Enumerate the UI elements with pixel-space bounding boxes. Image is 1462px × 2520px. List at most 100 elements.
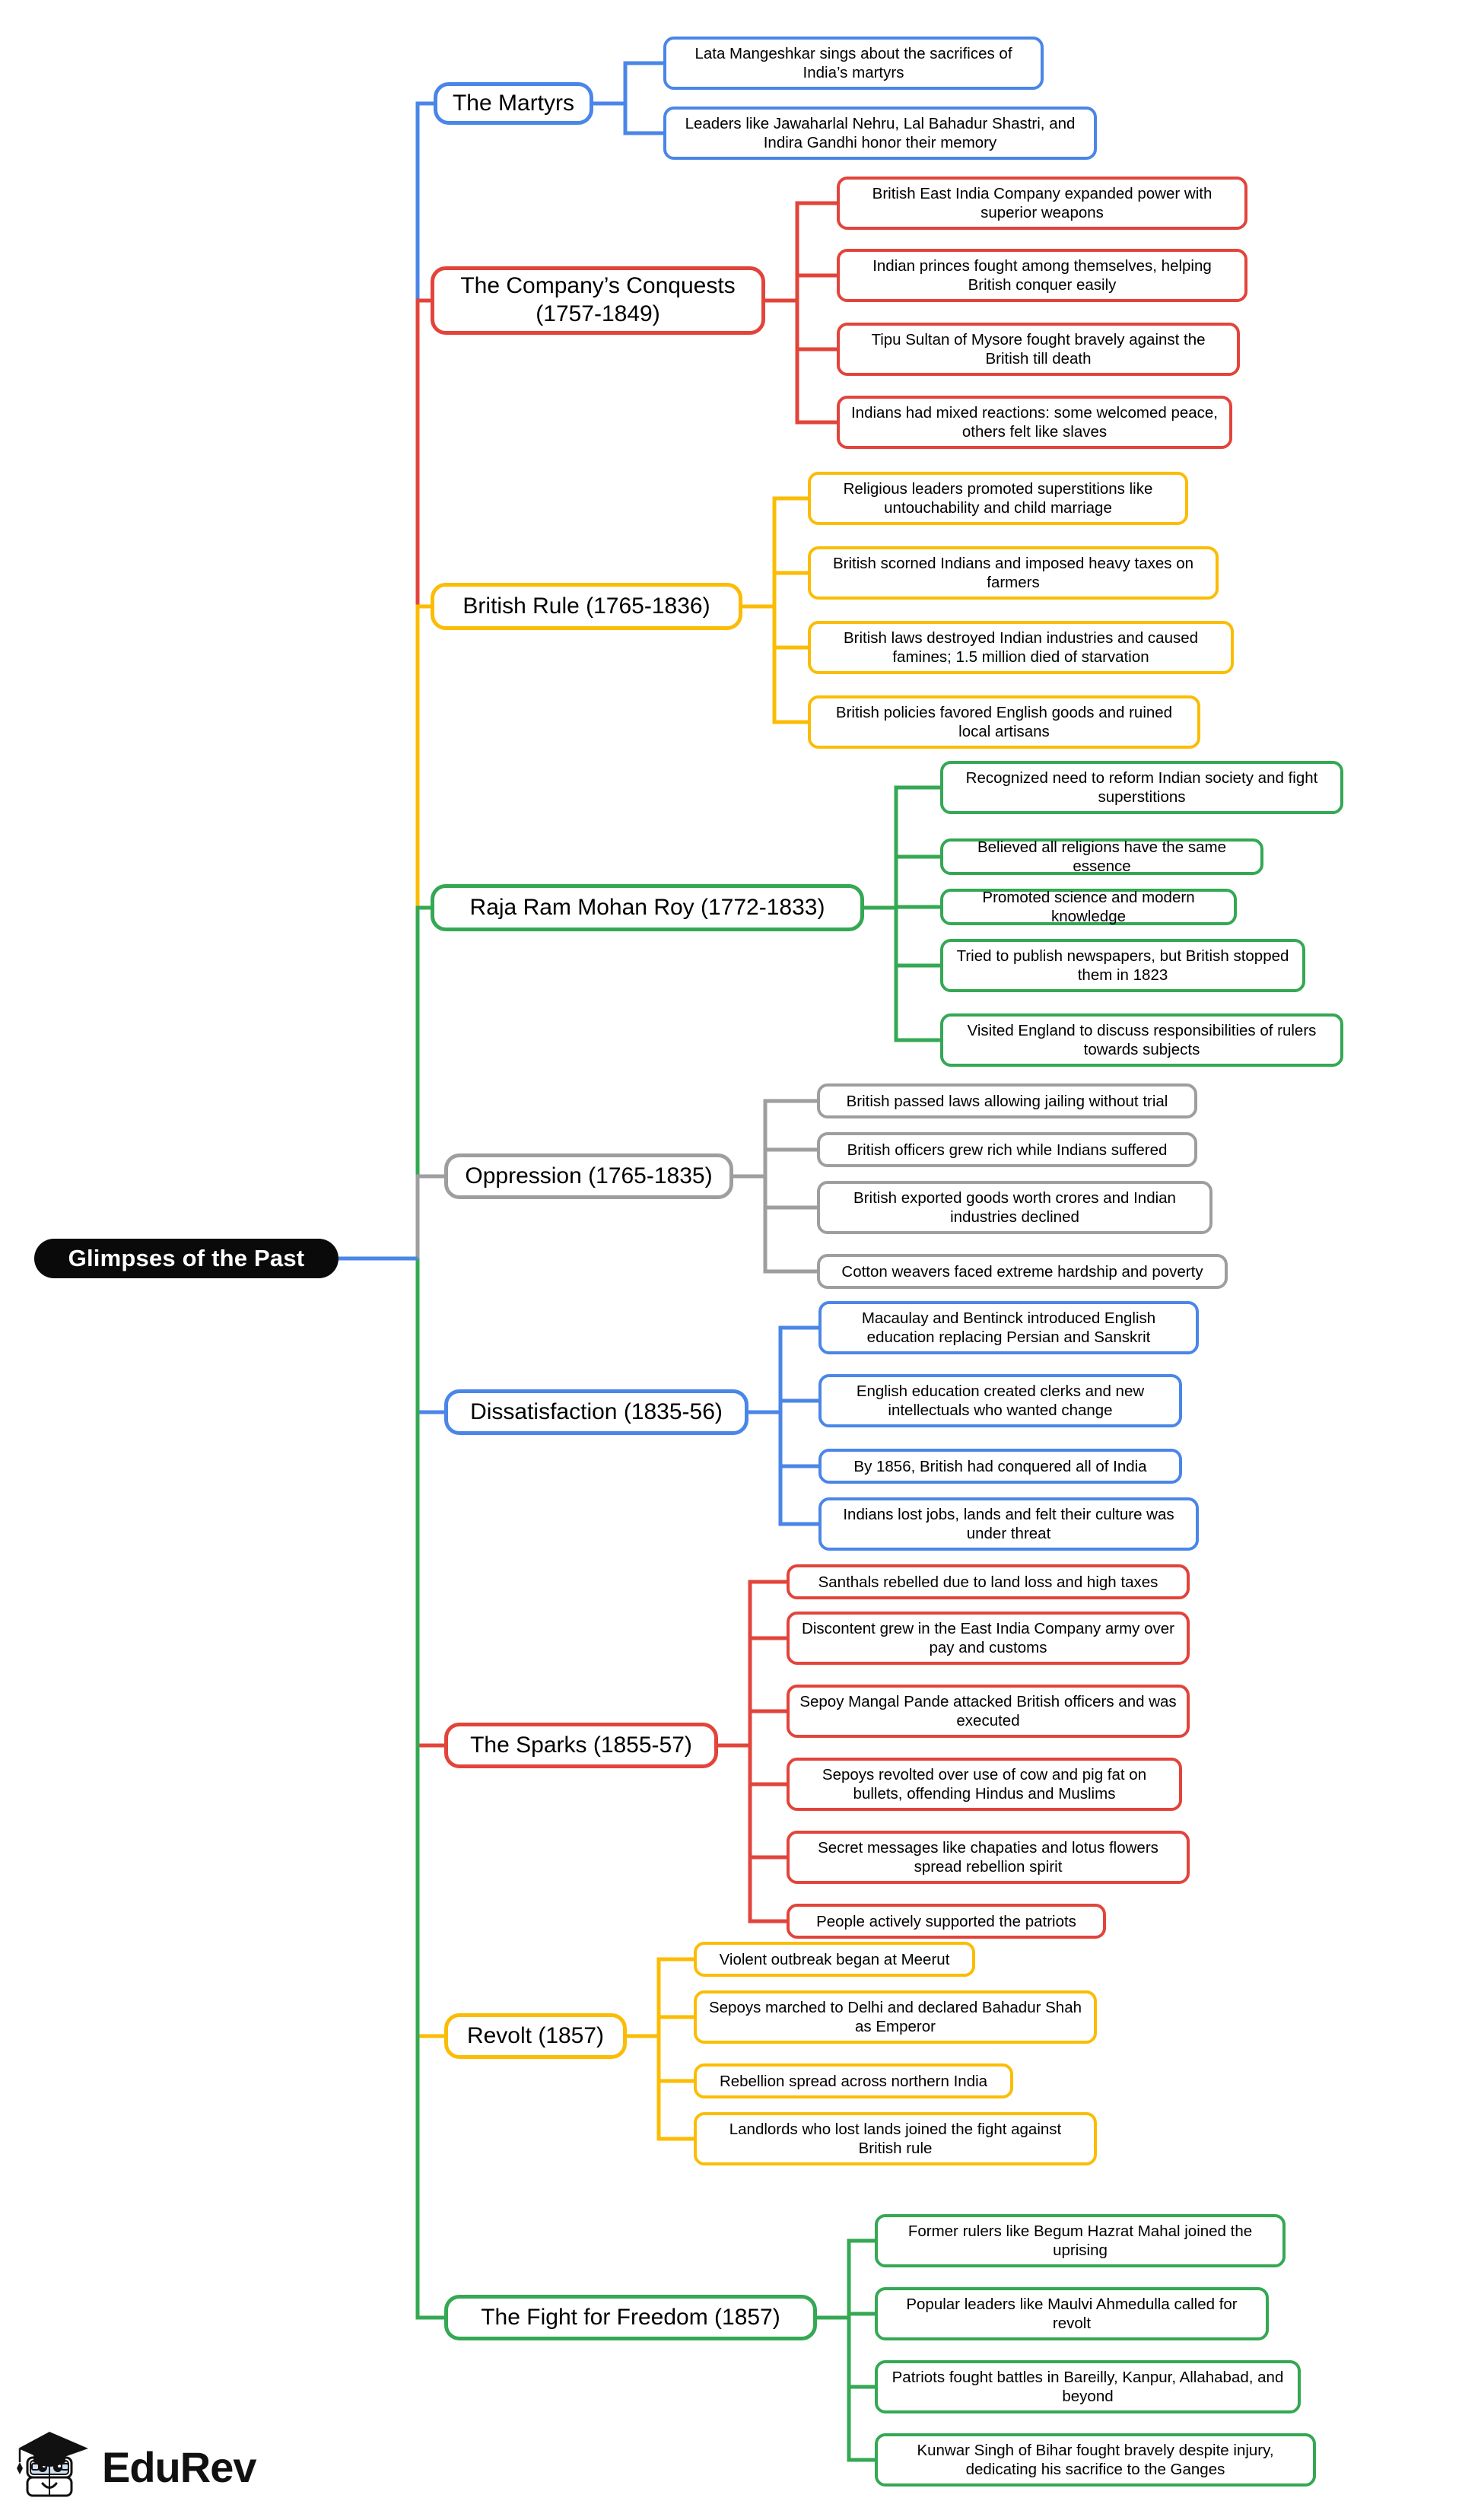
node-label: Kunwar Singh of Bihar fought bravely des… — [917, 2442, 1274, 2478]
node-label: Visited England to discuss responsibilit… — [967, 1022, 1317, 1058]
leaf-node-6-5[interactable]: People actively supported the patriots — [787, 1904, 1106, 1939]
node-label: Secret messages like chapaties and lotus… — [818, 1839, 1158, 1876]
leaf-node-6-4[interactable]: Secret messages like chapaties and lotus… — [787, 1831, 1190, 1884]
connector — [656, 2015, 694, 2036]
connector — [795, 201, 837, 301]
node-label: The Fight for Freedom (1857) — [481, 2304, 780, 2330]
node-label: Santhals rebelled due to land loss and h… — [818, 1573, 1158, 1591]
branch-node-3[interactable]: Raja Ram Mohan Roy (1772-1833) — [431, 884, 864, 931]
connector — [623, 103, 663, 135]
connector — [415, 1174, 444, 1258]
connector — [778, 1412, 818, 1468]
leaf-node-7-2[interactable]: Rebellion spread across northern India — [694, 2063, 1013, 2098]
leaf-node-6-3[interactable]: Sepoys revolted over use of cow and pig … — [787, 1758, 1182, 1811]
node-label: People actively supported the patriots — [816, 1912, 1076, 1930]
root-node[interactable]: Glimpses of the Past — [34, 1239, 338, 1278]
branch-node-4[interactable]: Oppression (1765-1835) — [444, 1153, 733, 1199]
leaf-node-8-0[interactable]: Former rulers like Begum Hazrat Mahal jo… — [875, 2214, 1286, 2267]
connector — [795, 301, 837, 352]
leaf-node-1-0[interactable]: British East India Company expanded powe… — [837, 177, 1247, 230]
node-label: Sepoys marched to Delhi and declared Bah… — [708, 1999, 1082, 2035]
leaf-node-6-1[interactable]: Discontent grew in the East India Compan… — [787, 1612, 1190, 1665]
connector — [772, 606, 808, 650]
connector — [763, 1147, 817, 1176]
node-label: Cotton weavers faced extreme hardship an… — [841, 1262, 1203, 1281]
branch-node-2[interactable]: British Rule (1765-1836) — [431, 583, 742, 630]
leaf-node-6-0[interactable]: Santhals rebelled due to land loss and h… — [787, 1564, 1190, 1599]
leaf-node-7-3[interactable]: Landlords who lost lands joined the figh… — [694, 2112, 1097, 2165]
node-label: Promoted science and modern knowledge — [982, 889, 1195, 925]
connector — [415, 1258, 444, 2038]
node-label: Glimpses of the Past — [68, 1245, 305, 1272]
connector — [656, 2036, 694, 2141]
connector — [772, 496, 808, 606]
branch-node-0[interactable]: The Martyrs — [434, 82, 593, 125]
connector — [763, 1176, 817, 1210]
leaf-node-3-0[interactable]: Recognized need to reform Indian society… — [940, 761, 1343, 814]
leaf-node-4-2[interactable]: British exported goods worth crores and … — [817, 1181, 1213, 1234]
leaf-node-7-0[interactable]: Violent outbreak began at Meerut — [694, 1942, 975, 1977]
connector — [415, 1258, 444, 1748]
leaf-node-2-1[interactable]: British scorned Indians and imposed heav… — [808, 546, 1219, 600]
connector — [748, 1745, 787, 1923]
leaf-node-6-2[interactable]: Sepoy Mangal Pande attacked British offi… — [787, 1685, 1190, 1738]
node-label: Landlords who lost lands joined the figh… — [729, 2121, 1062, 2157]
connector — [656, 1957, 694, 2036]
node-label: British exported goods worth crores and … — [853, 1189, 1176, 1226]
leaf-node-3-2[interactable]: Promoted science and modern knowledge — [940, 889, 1237, 925]
connector — [778, 1398, 818, 1412]
connector — [763, 1099, 817, 1176]
leaf-node-2-0[interactable]: Religious leaders promoted superstitions… — [808, 472, 1188, 525]
leaf-node-3-4[interactable]: Visited England to discuss responsibilit… — [940, 1013, 1343, 1067]
branch-node-1[interactable]: The Company’s Conquests (1757-1849) — [431, 266, 765, 335]
node-label: Tried to publish newspapers, but British… — [956, 947, 1289, 984]
branch-node-7[interactable]: Revolt (1857) — [444, 2013, 627, 2059]
leaf-node-7-1[interactable]: Sepoys marched to Delhi and declared Bah… — [694, 1990, 1097, 2044]
leaf-node-0-0[interactable]: Lata Mangeshkar sings about the sacrific… — [663, 37, 1044, 90]
connector — [415, 604, 431, 1258]
leaf-node-5-1[interactable]: English education created clerks and new… — [818, 1374, 1182, 1427]
leaf-node-4-3[interactable]: Cotton weavers faced extreme hardship an… — [817, 1254, 1228, 1289]
leaf-node-2-3[interactable]: British policies favored English goods a… — [808, 695, 1200, 749]
branch-node-5[interactable]: Dissatisfaction (1835-56) — [444, 1389, 748, 1435]
node-label: By 1856, British had conquered all of In… — [853, 1457, 1147, 1475]
connector — [847, 2318, 875, 2389]
leaf-node-3-1[interactable]: Believed all religions have the same ess… — [940, 838, 1263, 875]
leaf-node-8-2[interactable]: Patriots fought battles in Bareilly, Kan… — [875, 2360, 1301, 2413]
connector — [748, 1580, 787, 1745]
leaf-node-8-1[interactable]: Popular leaders like Maulvi Ahmedulla ca… — [875, 2287, 1269, 2340]
node-label: The Sparks (1855-57) — [470, 1732, 692, 1758]
leaf-node-5-3[interactable]: Indians lost jobs, lands and felt their … — [818, 1497, 1199, 1551]
node-label: British laws destroyed Indian industries… — [843, 629, 1199, 666]
connector — [894, 785, 940, 908]
connector — [795, 301, 837, 425]
branch-node-6[interactable]: The Sparks (1855-57) — [444, 1723, 718, 1768]
node-label: British Rule (1765-1836) — [462, 593, 710, 619]
connector — [847, 2312, 875, 2318]
leaf-node-5-0[interactable]: Macaulay and Bentinck introduced English… — [818, 1301, 1199, 1354]
leaf-node-1-1[interactable]: Indian princes fought among themselves, … — [837, 249, 1247, 302]
connector — [847, 2238, 875, 2318]
connector — [623, 61, 663, 103]
leaf-node-3-3[interactable]: Tried to publish newspapers, but British… — [940, 939, 1305, 992]
leaf-node-5-2[interactable]: By 1856, British had conquered all of In… — [818, 1449, 1182, 1484]
leaf-node-8-3[interactable]: Kunwar Singh of Bihar fought bravely des… — [875, 2433, 1316, 2487]
branch-node-8[interactable]: The Fight for Freedom (1857) — [444, 2295, 817, 2340]
connector — [763, 1176, 817, 1274]
node-label: Sepoy Mangal Pande attacked British offi… — [799, 1693, 1177, 1729]
node-label: Indians had mixed reactions: some welcom… — [850, 404, 1218, 441]
graduation-book-mascot-icon — [17, 2432, 88, 2497]
connector — [415, 1258, 444, 2320]
edurev-wordmark: EduRev — [102, 2442, 256, 2491]
leaf-node-0-1[interactable]: Leaders like Jawaharlal Nehru, Lal Bahad… — [663, 107, 1097, 160]
leaf-node-1-2[interactable]: Tipu Sultan of Mysore fought bravely aga… — [837, 323, 1240, 376]
leaf-node-4-1[interactable]: British officers grew rich while Indians… — [817, 1132, 1197, 1167]
node-label: The Martyrs — [452, 90, 575, 116]
leaf-node-4-0[interactable]: British passed laws allowing jailing wit… — [817, 1083, 1197, 1118]
leaf-node-2-2[interactable]: British laws destroyed Indian industries… — [808, 621, 1234, 674]
node-label: The Company’s Conquests (1757-1849) — [460, 273, 736, 326]
node-label: Violent outbreak began at Meerut — [719, 1950, 950, 1968]
connector — [772, 571, 808, 606]
leaf-node-1-3[interactable]: Indians had mixed reactions: some welcom… — [837, 396, 1232, 449]
